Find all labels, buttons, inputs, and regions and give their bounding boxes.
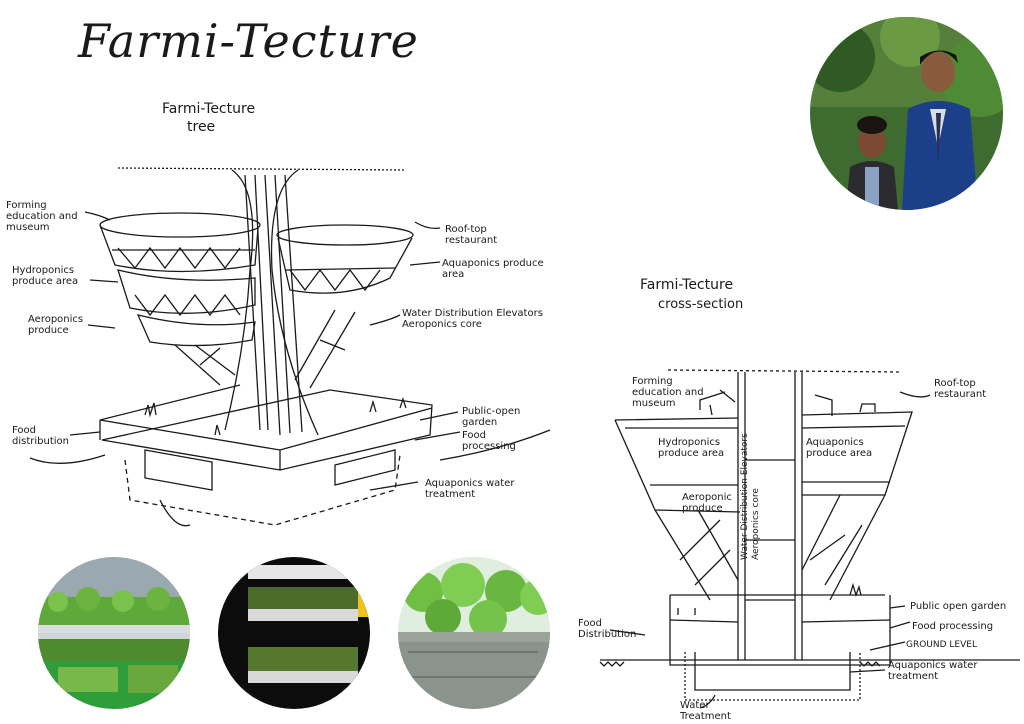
tree-label-hydroponics: Hydroponics produce area [12, 265, 79, 287]
lettuce-photo [398, 557, 550, 709]
tree-sketch [29, 167, 551, 527]
section-heading-line1: Farmi-Tecture [640, 277, 734, 293]
vertical-trays-photo [218, 557, 370, 709]
section-label-core: Water Distribution Elevators Aeroponics … [740, 433, 761, 560]
hydroponic-farm-illustration [38, 557, 190, 709]
section-heading: Farmi-Tecture cross-section [640, 275, 743, 315]
tree-label-rooftop: Roof-top restaurant [445, 224, 498, 246]
tree-label-aeroponics: Aeroponics produce [28, 314, 84, 336]
tree-label-aquaponics-area: Aquaponics produce area [442, 258, 544, 280]
tree-label-public-garden: Public-open garden [462, 406, 521, 428]
section-label-ground-level: GROUND LEVEL [906, 640, 977, 650]
tree-label-education: Forming education and museum [6, 200, 78, 233]
section-label-aquaponics: Aquaponics produce area [806, 437, 873, 459]
section-label-water-treatment: Water Treatment [680, 700, 731, 722]
tree-label-aquaponics-water: Aquaponics water treatment [425, 478, 515, 500]
hydroponic-farm-photo [38, 557, 190, 709]
section-label-hydroponics: Hydroponics produce area [658, 437, 725, 459]
tree-label-food-processing: Food processing [462, 430, 516, 452]
section-label-food-processing: Food processing [912, 621, 994, 632]
lettuce-illustration [398, 557, 550, 709]
section-heading-line2: cross-section [658, 297, 744, 312]
tree-label-food-distribution: Food distribution [12, 425, 69, 447]
section-label-food-distribution: Food Distribution [578, 618, 637, 640]
page-title: Farmi-Tecture [78, 14, 419, 68]
section-label-aquaponics-water: Aquaponics water treatment [888, 660, 978, 682]
section-label-rooftop: Roof-top restaurant [934, 378, 987, 400]
section-label-education: Forming education and museum [632, 376, 704, 409]
portrait-illustration [810, 17, 1003, 210]
section-label-public-garden: Public open garden [910, 601, 1007, 612]
cross-section-sketch [599, 369, 1020, 709]
tree-heading-line2: tree [187, 119, 216, 135]
portrait-photo [810, 17, 1003, 210]
section-label-aeroponic: Aeroponic produce [682, 492, 732, 514]
vertical-trays-illustration [218, 557, 370, 709]
tree-label-water-core: Water Distribution Elevators Aeroponics … [402, 308, 543, 330]
tree-heading-line1: Farmi-Tecture [162, 101, 256, 117]
tree-heading: Farmi-Tecture tree [162, 100, 255, 136]
